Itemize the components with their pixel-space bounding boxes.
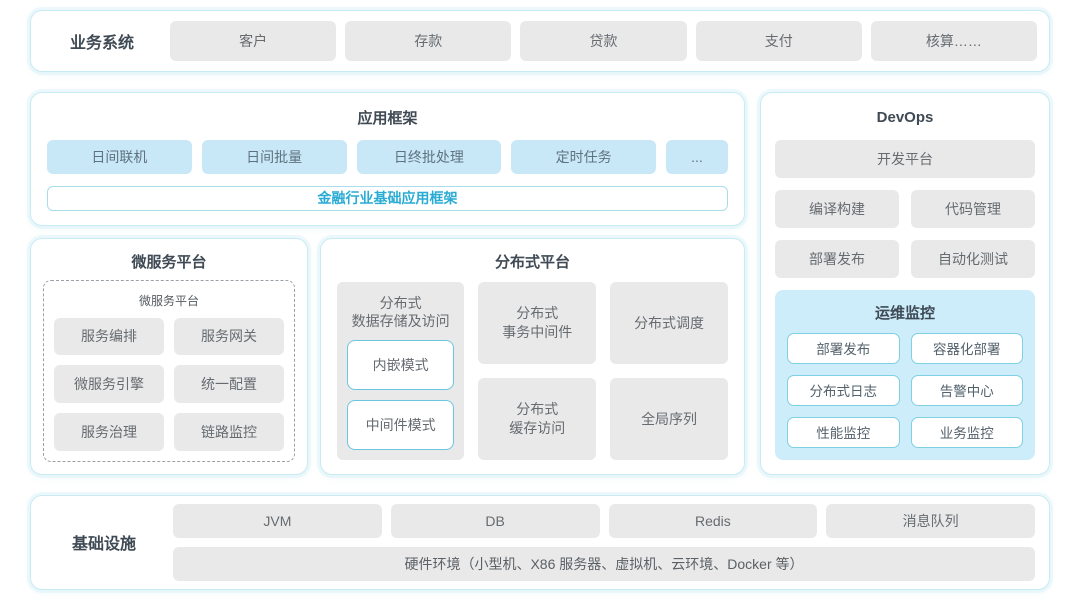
business-system-box-loan: 贷款 [520, 20, 687, 61]
infrastructure-section: 基础设施 JVM DB Redis 消息队列 硬件环境（小型机、X86 服务器、… [30, 494, 1050, 590]
module-box-scheduled-task: 定时任务 [511, 139, 656, 174]
devops-tools-grid: 编译构建 代码管理 部署发布 自动化测试 [775, 189, 1035, 278]
business-system-box-deposit: 存款 [345, 20, 512, 61]
infra-box-mq: 消息队列 [826, 503, 1035, 538]
monitor-box-biz-monitor: 业务监控 [910, 416, 1023, 448]
micro-box-tracing: 链路监控 [174, 412, 284, 451]
monitor-box-dist-log: 分布式日志 [787, 374, 900, 406]
module-box-eod-batch: 日终批处理 [356, 139, 502, 174]
devops-box-auto-test: 自动化测试 [911, 239, 1035, 278]
infra-box-redis: Redis [608, 503, 818, 538]
dist-box-transaction: 分布式 事务中间件 [478, 281, 597, 364]
distributed-platform-title: 分布式平台 [494, 253, 570, 271]
mode-box-middleware: 中间件模式 [347, 399, 455, 450]
monitor-box-container-deploy: 容器化部署 [910, 332, 1023, 364]
middle-area: 应用框架 日间联机 日间批量 日终批处理 定时任务 ... 金融行业基础应用框架… [30, 91, 1050, 475]
distributed-grid: 分布式 数据存储及访问 内嵌模式 中间件模式 分布式 事务中间件 分布式调度 分… [337, 281, 728, 460]
platforms-row: 微服务平台 微服务平台 服务编排 服务网关 微服务引擎 统一配置 服务治理 链路… [30, 237, 745, 475]
module-box-daytime-batch: 日间批量 [201, 139, 347, 174]
business-system-box-payment: 支付 [695, 20, 862, 61]
app-framework-title: 应用框架 [357, 109, 418, 127]
monitor-box-perf-monitor: 性能监控 [787, 416, 900, 448]
devops-box-build: 编译构建 [775, 189, 899, 228]
infrastructure-label: 基础设施 [71, 536, 136, 554]
infra-box-db: DB [390, 503, 600, 538]
business-system-box-accounting: 核算…… [870, 20, 1038, 61]
microservice-grid: 服务编排 服务网关 微服务引擎 统一配置 服务治理 链路监控 [54, 317, 284, 451]
business-systems-label: 业务系统 [69, 34, 134, 52]
distributed-storage-title: 分布式 数据存储及访问 [351, 294, 450, 329]
ops-monitor-container: 运维监控 部署发布 容器化部署 分布式日志 告警中心 性能监控 业务监控 [775, 289, 1035, 460]
dist-box-sequence: 全局序列 [610, 377, 728, 460]
module-box-more: ... [666, 139, 728, 174]
monitor-box-deploy-release: 部署发布 [787, 332, 900, 364]
devops-section: DevOps 开发平台 编译构建 代码管理 部署发布 自动化测试 运维监控 部署… [760, 91, 1050, 475]
monitor-box-alert-center: 告警中心 [910, 374, 1023, 406]
mode-box-embedded: 内嵌模式 [347, 339, 455, 390]
infrastructure-row: JVM DB Redis 消息队列 [173, 503, 1035, 538]
app-framework-modules: 日间联机 日间批量 日终批处理 定时任务 ... [47, 139, 728, 174]
micro-box-orchestration: 服务编排 [54, 317, 164, 356]
microservice-inner-title: 微服务平台 [138, 293, 199, 308]
base-framework-box: 金融行业基础应用框架 [47, 185, 728, 211]
devops-title: DevOps [876, 108, 934, 126]
devops-box-deploy: 部署发布 [775, 239, 899, 278]
microservice-inner-box: 微服务平台 服务编排 服务网关 微服务引擎 统一配置 服务治理 链路监控 [43, 279, 295, 462]
microservice-platform-title: 微服务平台 [131, 253, 207, 271]
ops-monitor-grid: 部署发布 容器化部署 分布式日志 告警中心 性能监控 业务监控 [787, 332, 1023, 448]
dist-box-scheduling: 分布式调度 [610, 281, 728, 364]
distributed-platform-section: 分布式平台 分布式 数据存储及访问 内嵌模式 中间件模式 分布式 事务中间件 分… [320, 237, 745, 475]
micro-box-gateway: 服务网关 [174, 317, 284, 356]
devops-box-code-mgmt: 代码管理 [911, 189, 1035, 228]
module-box-daytime-online: 日间联机 [47, 139, 192, 174]
app-framework-section: 应用框架 日间联机 日间批量 日终批处理 定时任务 ... 金融行业基础应用框架 [30, 91, 745, 226]
infrastructure-content: JVM DB Redis 消息队列 硬件环境（小型机、X86 服务器、虚拟机、云… [173, 503, 1035, 581]
microservice-platform-section: 微服务平台 微服务平台 服务编排 服务网关 微服务引擎 统一配置 服务治理 链路… [30, 237, 308, 475]
ops-monitor-title: 运维监控 [874, 304, 935, 322]
infra-box-jvm: JVM [173, 503, 382, 538]
business-systems-section: 业务系统 客户 存款 贷款 支付 核算…… [30, 10, 1050, 72]
micro-box-governance: 服务治理 [54, 412, 164, 451]
distributed-storage-box: 分布式 数据存储及访问 内嵌模式 中间件模式 [337, 281, 465, 460]
micro-box-engine: 微服务引擎 [54, 365, 164, 403]
business-system-box-customer: 客户 [170, 20, 337, 61]
dist-box-cache: 分布式 缓存访问 [478, 377, 597, 460]
hardware-environment-box: 硬件环境（小型机、X86 服务器、虚拟机、云环境、Docker 等） [173, 546, 1035, 581]
devops-box-dev-platform: 开发平台 [775, 139, 1035, 178]
middle-left-column: 应用框架 日间联机 日间批量 日终批处理 定时任务 ... 金融行业基础应用框架… [30, 91, 745, 475]
micro-box-config: 统一配置 [174, 365, 284, 403]
